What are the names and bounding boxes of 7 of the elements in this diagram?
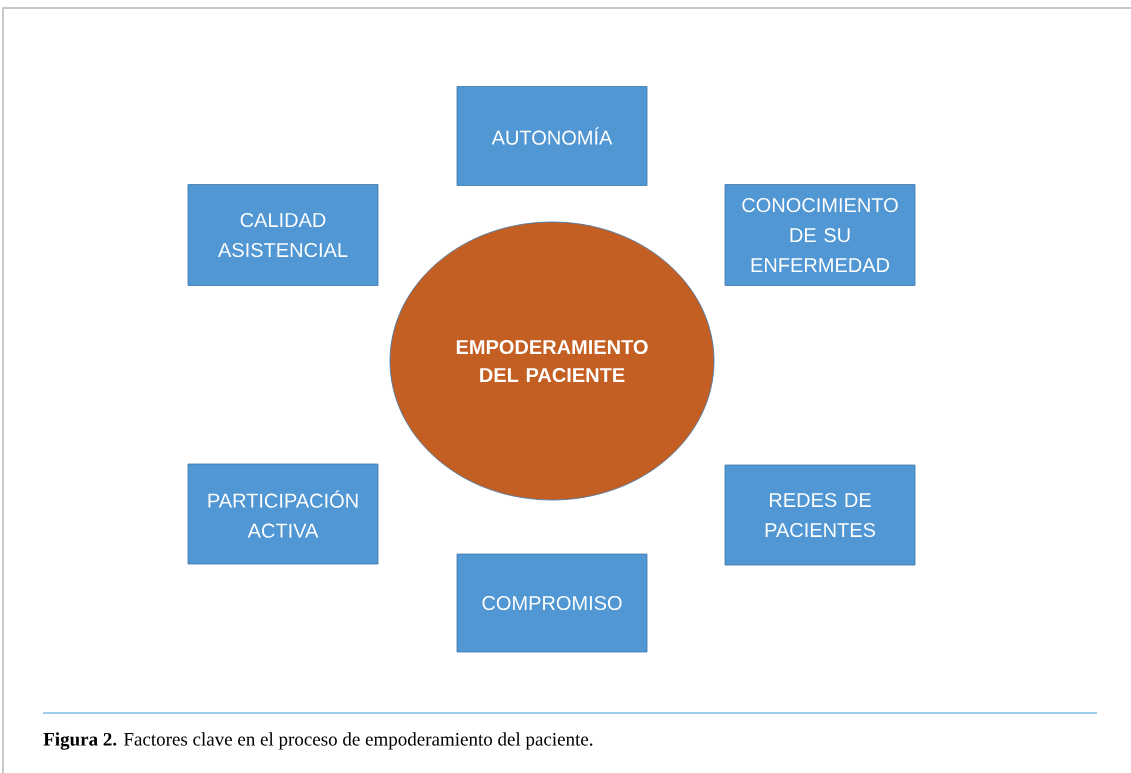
factor-box: AUTONOMÍA <box>456 86 648 186</box>
factor-box: CALIDAD ASISTENCIAL <box>187 184 379 286</box>
factor-box: REDES DE PACIENTES <box>724 464 916 566</box>
factor-box: CONOCIMIENTO DE SU ENFERMEDAD <box>724 184 916 286</box>
figure-caption: Figura 2. Factores clave en el proceso de empoderamiento del paciente. <box>43 732 593 750</box>
factor-box: COMPROMISO <box>456 553 648 653</box>
factor-box: PARTICIPACIÓN ACTIVA <box>187 463 379 565</box>
